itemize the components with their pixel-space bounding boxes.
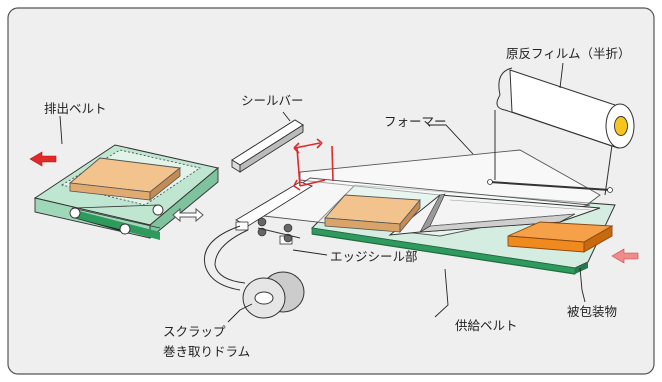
seal-bar-label: シールバー [241, 93, 304, 108]
leader-lines [59, 62, 586, 323]
double-arrow-icon [292, 138, 334, 191]
arrow-left-icon [29, 151, 57, 167]
scrap-drum-label-line2: 巻き取りドラム [163, 344, 250, 359]
edge-seal-rollers [235, 181, 314, 245]
seal-bar [231, 119, 304, 173]
former-label: フォーマー [384, 114, 447, 129]
packaged-product-label: 被包装物 [567, 304, 617, 319]
scrap-drum-label-line1: スクラップ [163, 324, 226, 339]
scrap-drum [242, 271, 305, 319]
edge-seal-label: エッジシール部 [330, 249, 418, 264]
double-arrow-horizontal-icon [172, 207, 204, 223]
arrow-left-icon [611, 248, 639, 264]
packaged-product [507, 221, 614, 253]
film-roll [487, 67, 635, 196]
background-panel [7, 7, 655, 375]
product-in-film [324, 194, 421, 234]
discharged-product [68, 157, 182, 201]
discharge-belt-label: 排出ベルト [44, 101, 107, 116]
film-roll-label: 原反フィルム（半折） [506, 46, 631, 61]
scrap-film-loop [203, 225, 249, 291]
supply-belt-label: 供給ベルト [455, 318, 518, 333]
former-plate [388, 193, 601, 236]
